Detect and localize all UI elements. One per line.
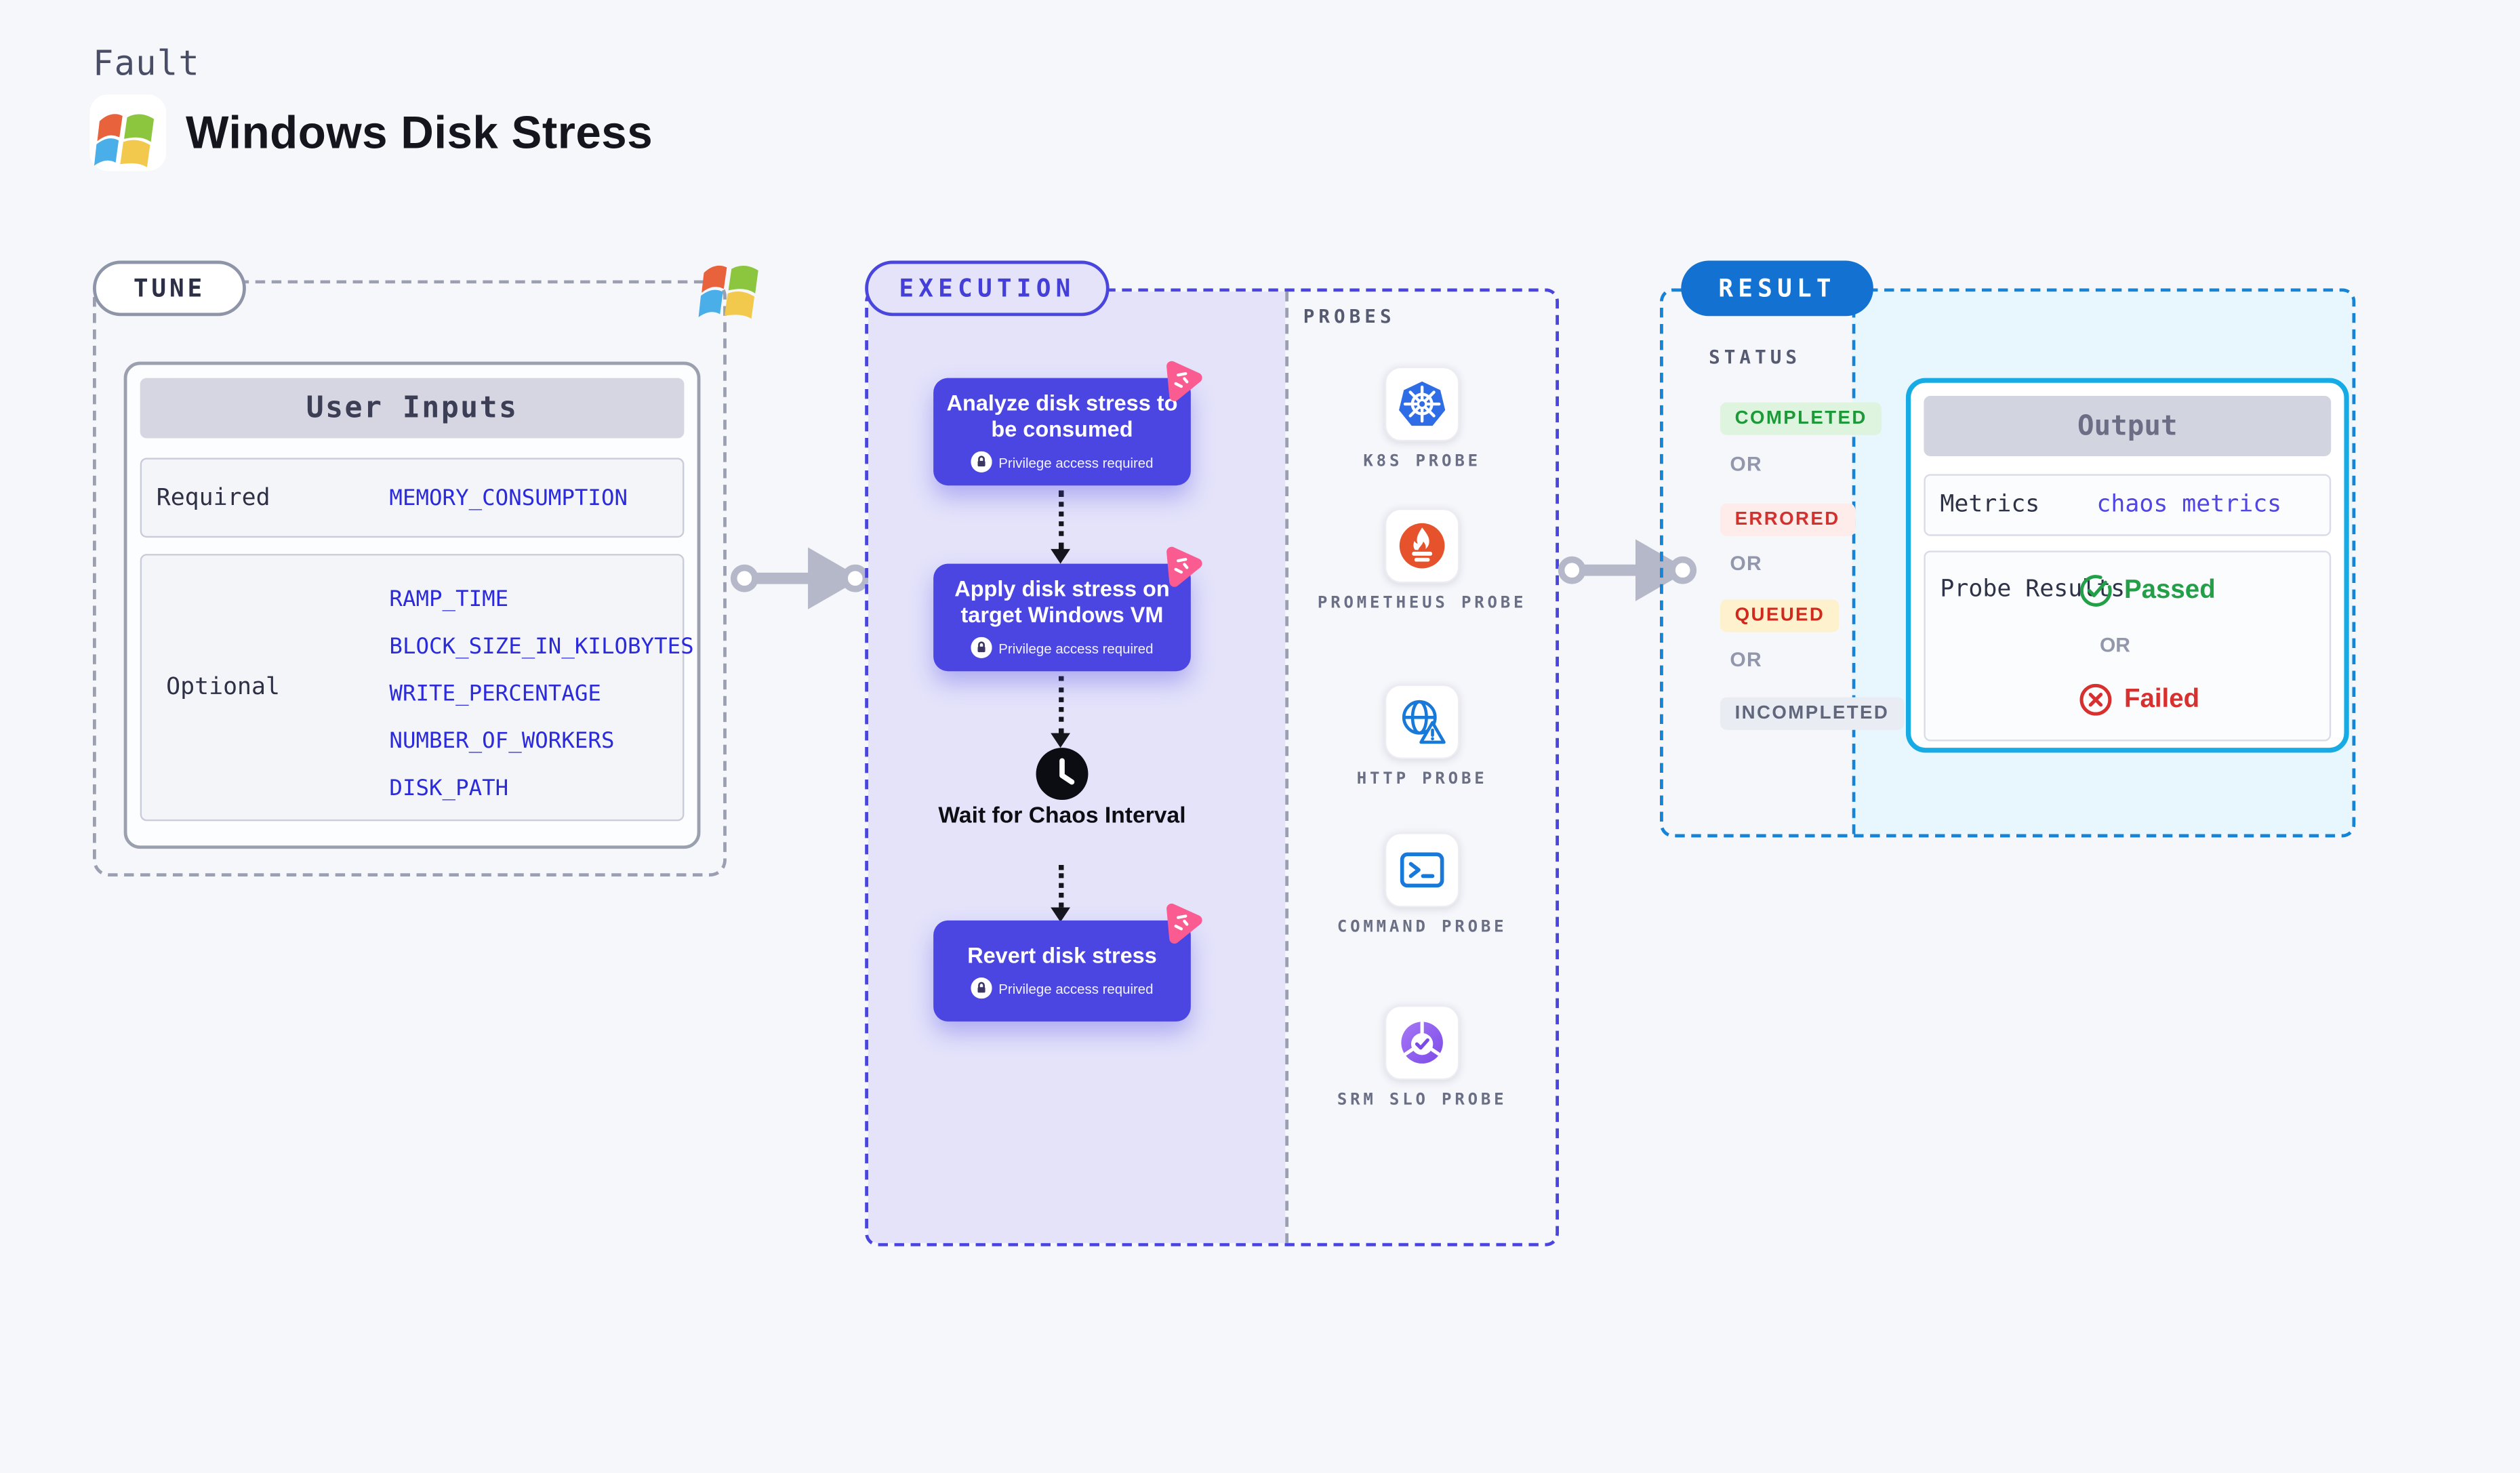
optional-input-value: BLOCK_SIZE_IN_KILOBYTES — [389, 633, 694, 660]
or-label: OR — [1730, 552, 1762, 576]
chaos-icon — [1166, 361, 1202, 401]
lock-icon — [971, 451, 992, 472]
privilege-badge: Privilege access required — [971, 451, 1154, 472]
optional-values-list: RAMP_TIME BLOCK_SIZE_IN_KILOBYTES WRITE_… — [389, 577, 693, 813]
flow-connector — [1059, 865, 1064, 908]
slo-check-icon — [1401, 1021, 1443, 1064]
fault-kicker: Fault — [92, 43, 200, 83]
x-circle-icon — [2079, 683, 2112, 716]
status-badge-completed: COMPLETED — [1720, 402, 1882, 435]
execution-probes-divider — [1285, 291, 1289, 1243]
prometheus-icon — [1399, 523, 1445, 569]
metrics-value: chaos metrics — [2096, 491, 2282, 519]
probe-item-http — [1384, 684, 1460, 759]
metrics-row: Metrics chaos metrics — [1924, 474, 2332, 536]
required-label: Required — [156, 485, 270, 511]
privilege-badge: Privilege access required — [971, 637, 1154, 658]
passed-result: Passed — [2079, 573, 2216, 607]
status-badge-incompleted: INCOMPLETED — [1720, 697, 1904, 730]
probe-results-row: Probe Results Passed OR Failed — [1924, 550, 2332, 742]
user-inputs-title: User Inputs — [140, 378, 685, 439]
globe-warning-icon — [1402, 700, 1446, 744]
passed-label: Passed — [2123, 576, 2216, 604]
probe-item-command — [1384, 832, 1460, 908]
step-title: Apply disk stress on target Windows VM — [954, 576, 1170, 628]
step-title: Revert disk stress — [967, 943, 1157, 968]
required-input-value: MEMORY_CONSUMPTION — [389, 485, 628, 512]
probes-column-label: PROBES — [1303, 304, 1396, 328]
probe-item-label: K8S PROBE — [1363, 453, 1481, 471]
tune-section-label: TUNE — [92, 260, 246, 317]
optional-input-value: WRITE_PERCENTAGE — [389, 681, 601, 708]
clock-icon — [1036, 748, 1089, 801]
flow-connector-arrowhead-icon — [1051, 548, 1071, 564]
or-label: OR — [2099, 633, 2131, 657]
execution-section-label: EXECUTION — [865, 260, 1110, 317]
user-inputs-card: User Inputs Required MEMORY_CONSUMPTION … — [123, 361, 701, 849]
probe-item-prometheus — [1384, 508, 1460, 584]
kubernetes-icon — [1399, 381, 1446, 426]
privilege-label: Privilege access required — [998, 639, 1154, 656]
metrics-label: Metrics — [1940, 491, 2040, 519]
failed-label: Failed — [2123, 685, 2200, 713]
wait-for-chaos-interval-label: Wait for Chaos Interval — [938, 801, 1186, 828]
probe-item-k8s — [1384, 366, 1460, 442]
check-circle-icon — [2079, 575, 2112, 607]
tune-section — [92, 280, 727, 877]
probe-item-label: PROMETHEUS PROBE — [1317, 594, 1527, 613]
privilege-label: Privilege access required — [998, 453, 1154, 470]
optional-inputs-row: Optional RAMP_TIME BLOCK_SIZE_IN_KILOBYT… — [140, 554, 694, 822]
lock-icon — [971, 637, 992, 658]
windows-logo-icon — [698, 265, 758, 319]
status-badge-errored: ERRORED — [1720, 503, 1855, 536]
status-badge-queued: QUEUED — [1720, 599, 1840, 632]
flow-connector-arrowhead-icon — [1051, 733, 1071, 748]
terminal-icon — [1400, 852, 1444, 888]
output-card: Output Metrics chaos metrics Probe Resul… — [1905, 378, 2349, 753]
output-title: Output — [1924, 396, 2332, 456]
windows-logo-icon — [89, 94, 167, 171]
probe-item-label: COMMAND PROBE — [1337, 919, 1507, 937]
optional-input-value: RAMP_TIME — [389, 586, 509, 613]
optional-input-value: NUMBER_OF_WORKERS — [389, 728, 615, 754]
required-inputs-row: Required MEMORY_CONSUMPTION — [140, 458, 685, 538]
chaos-icon — [1166, 904, 1202, 944]
result-section-label: RESULT — [1681, 260, 1873, 317]
lock-icon — [971, 977, 992, 999]
or-label: OR — [1730, 453, 1762, 476]
optional-input-value: DISK_PATH — [389, 775, 509, 802]
privilege-badge: Privilege access required — [971, 977, 1154, 999]
chaos-icon — [1166, 546, 1202, 587]
probe-item-label: HTTP PROBE — [1356, 770, 1488, 789]
probe-item-label: SRM SLO PROBE — [1337, 1091, 1507, 1110]
tune-to-execution-arrow-icon — [730, 547, 870, 609]
probe-item-srm-slo — [1384, 1005, 1460, 1081]
step-analyze-disk-stress: Analyze disk stress to be consumed Privi… — [933, 378, 1191, 486]
flow-connector — [1059, 490, 1064, 549]
flow-connector — [1059, 676, 1064, 733]
privilege-label: Privilege access required — [998, 980, 1154, 996]
step-apply-disk-stress: Apply disk stress on target Windows VM P… — [933, 563, 1191, 672]
flow-connector-arrowhead-icon — [1051, 907, 1071, 923]
step-revert-disk-stress: Revert disk stress Privilege access requ… — [933, 920, 1191, 1022]
optional-label: Optional — [166, 674, 281, 701]
failed-result: Failed — [2079, 683, 2199, 717]
page-title: Windows Disk Stress — [185, 107, 653, 159]
or-label: OR — [1730, 648, 1762, 672]
probe-results-label: Probe Results — [1940, 576, 2126, 603]
status-column-label: STATUS — [1709, 345, 1802, 369]
step-title: Analyze disk stress to be consumed — [946, 390, 1178, 442]
